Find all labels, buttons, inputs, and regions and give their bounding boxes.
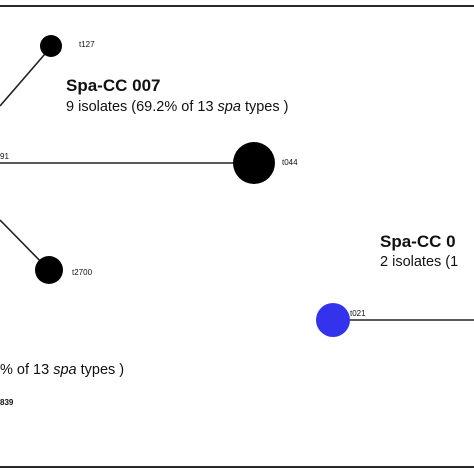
cluster-summary-cc0: 2 isolates (1: [380, 254, 458, 270]
node-label-839: 839: [0, 398, 14, 407]
summary-spa: spa: [217, 99, 241, 115]
top-border: [0, 5, 474, 7]
node-label-t2700: t2700: [72, 268, 93, 277]
bottom-border: [0, 466, 474, 468]
node-t2700: [35, 256, 63, 284]
node-t044: [233, 142, 275, 184]
node-label-t127: t127: [79, 40, 95, 49]
summary-prefix: 2 isolates (1: [380, 254, 459, 270]
cluster-title-cc007: Spa-CC 007: [66, 76, 161, 95]
node-t127: [40, 35, 62, 57]
node-label-t044: t044: [282, 158, 298, 167]
summary-prefix: % of 13: [0, 362, 54, 378]
node-label-t021: t021: [350, 309, 366, 318]
node-label-91: 91: [0, 152, 9, 161]
edge-t127: [0, 46, 52, 107]
summary-suffix: types ): [76, 362, 125, 378]
cluster-title-cc0: Spa-CC 0: [380, 232, 456, 251]
cluster-summary-cc007: 9 isolates (69.2% of 13 spa types ): [66, 99, 288, 115]
summary-spa: spa: [53, 362, 77, 378]
node-t021: [316, 303, 350, 337]
summary-suffix: types ): [240, 99, 289, 115]
summary-prefix: 9 isolates (69.2% of 13: [66, 99, 218, 115]
cluster-summary-left: % of 13 spa types ): [0, 362, 124, 378]
